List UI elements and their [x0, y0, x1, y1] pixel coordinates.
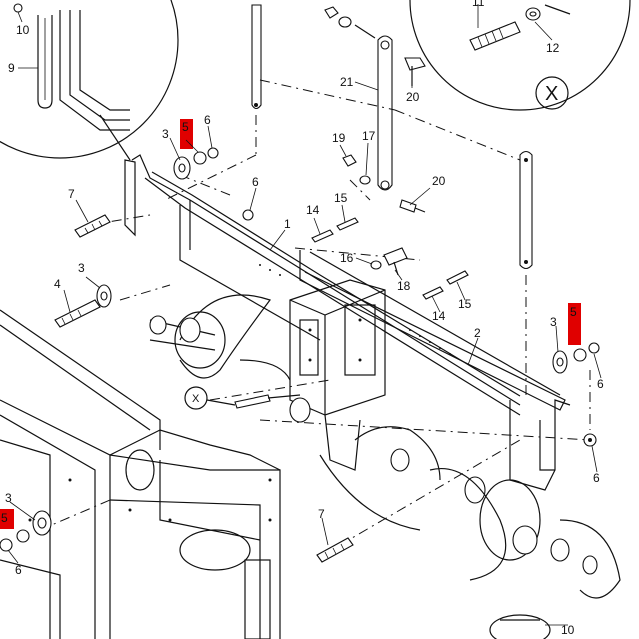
callout-11: 11	[472, 0, 485, 9]
callout-14-lower: 14	[432, 309, 446, 323]
link-rod-top	[251, 4, 262, 110]
left-fasteners	[54, 147, 254, 328]
callout-6-top: 6	[204, 113, 211, 127]
rotor-bottom-right	[489, 614, 551, 639]
central-gearbox	[289, 279, 386, 471]
callout-19: 19	[332, 131, 346, 145]
callout-10-bottom: 10	[561, 623, 575, 637]
link-rod-right	[519, 150, 533, 270]
callout-6-bottom-left: 6	[15, 563, 22, 577]
bolt-11	[469, 21, 521, 51]
callout-3-top: 3	[162, 127, 169, 141]
callout-20-top: 20	[406, 90, 420, 104]
callout-4: 4	[54, 277, 61, 291]
highlight-5-left	[0, 509, 14, 529]
callout-labels: 10 9 11 12 X 21 20 3 5 6 19 17 7 6 20 1 …	[1, 0, 604, 637]
auger-right	[319, 426, 621, 599]
callout-17: 17	[362, 129, 376, 143]
callout-5-top: 5	[182, 120, 189, 134]
link-21	[377, 35, 393, 191]
leader-lines	[7, 4, 602, 626]
callout-18: 18	[397, 279, 411, 293]
callout-6-mid: 6	[252, 175, 259, 189]
callout-5-bottom-left: 5	[1, 511, 8, 525]
callout-1: 1	[284, 217, 291, 231]
callout-21: 21	[340, 75, 354, 89]
callout-6-right-lower: 6	[593, 471, 600, 485]
callout-x-shaft: X	[192, 393, 200, 405]
detail-circle-right	[409, 0, 631, 111]
callout-3-right: 3	[550, 315, 557, 329]
highlight-5-top	[180, 119, 193, 149]
callout-20-mid: 20	[432, 174, 446, 188]
callout-16: 16	[340, 251, 354, 265]
shaft-x	[184, 386, 311, 423]
right-fasteners	[552, 342, 600, 447]
bolt-7-lower	[316, 537, 354, 563]
callout-10-top: 10	[16, 23, 30, 37]
chassis-lower-left	[0, 309, 281, 639]
callout-6-right: 6	[597, 377, 604, 391]
callout-3-left: 3	[78, 261, 85, 275]
callout-x-detail: X	[545, 83, 558, 105]
callout-7-lower: 7	[318, 507, 325, 521]
callout-7-left: 7	[68, 187, 75, 201]
center-fasteners	[311, 154, 469, 300]
callout-15-lower: 15	[458, 297, 472, 311]
main-frame-1	[124, 154, 571, 491]
callout-14-upper: 14	[306, 203, 320, 217]
callout-5-right: 5	[570, 305, 577, 319]
detail-circle-left	[0, 0, 179, 161]
auger-left	[149, 294, 291, 381]
callout-15-upper: 15	[334, 191, 348, 205]
callout-9: 9	[8, 61, 15, 75]
callout-12: 12	[546, 41, 560, 55]
callout-3-bottom-left: 3	[5, 491, 12, 505]
top-fasteners	[324, 6, 426, 86]
highlight-5-right	[568, 303, 581, 345]
callout-2: 2	[474, 326, 481, 340]
